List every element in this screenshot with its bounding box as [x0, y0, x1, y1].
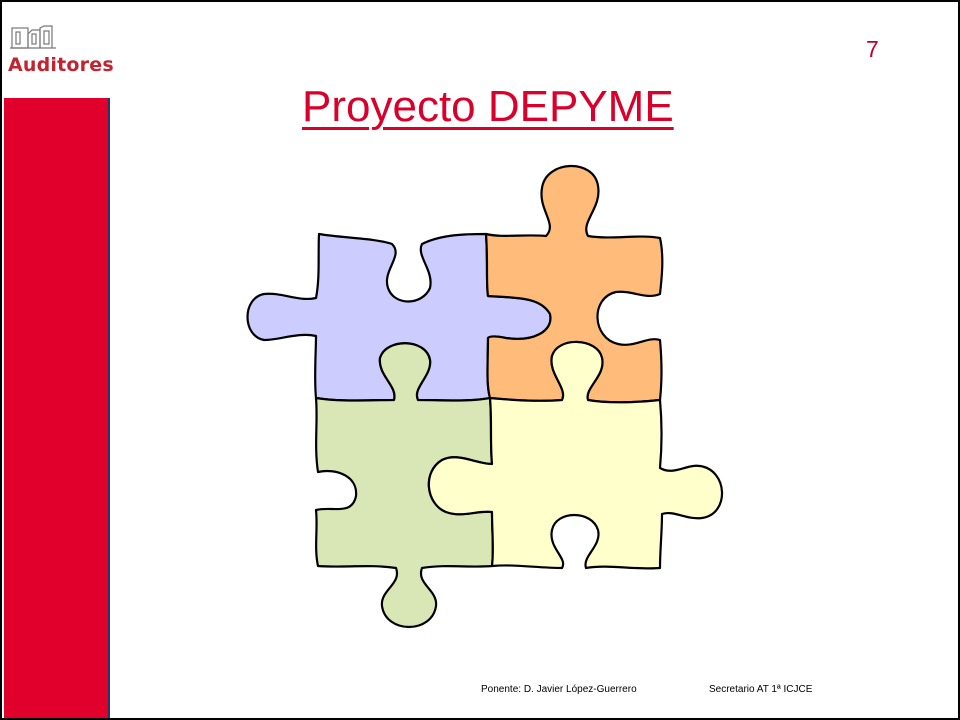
- logo-text: Auditores: [8, 54, 114, 76]
- footer-role: Secretario AT 1ª ICJCE: [709, 684, 813, 695]
- red-sidebar: [4, 98, 110, 718]
- auditores-logo: Auditores: [6, 24, 116, 86]
- puzzle-pieces-icon: [246, 164, 724, 628]
- slide-title: Proyecto DEPYME: [302, 82, 674, 131]
- footer-speaker: Ponente: D. Javier López-Guerrero: [481, 684, 637, 695]
- building-logo-icon: [10, 25, 56, 49]
- page-number: 7: [866, 36, 879, 62]
- yellow-piece: [427, 340, 724, 570]
